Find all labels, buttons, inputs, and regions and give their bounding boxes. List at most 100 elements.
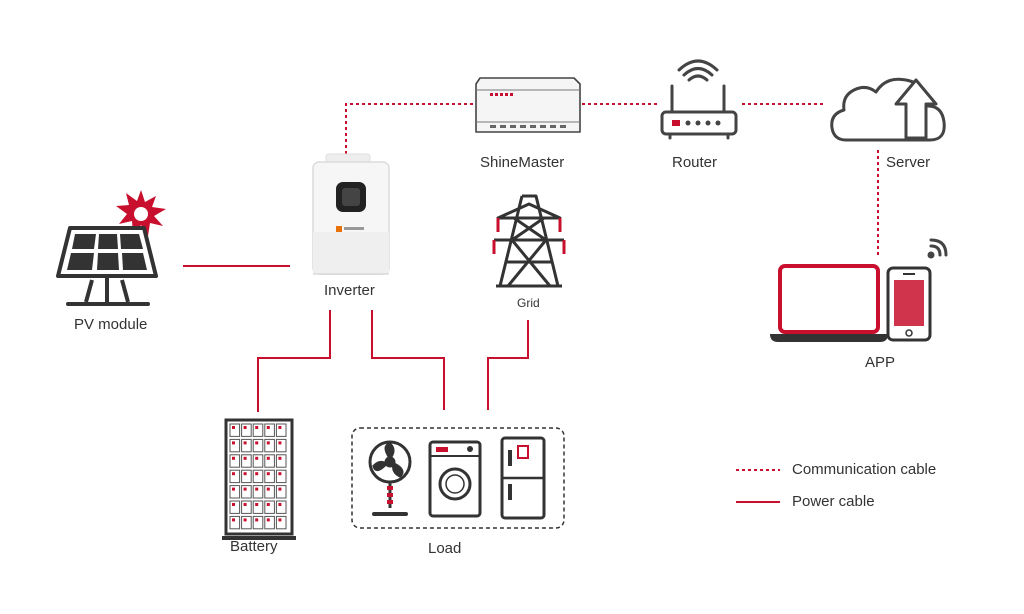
refrigerator-icon	[500, 436, 546, 520]
legend	[736, 469, 780, 503]
battery-terminal	[266, 456, 270, 460]
battery-cell	[241, 500, 252, 514]
legend-power-label: Power cable	[792, 493, 875, 510]
battery-cell	[252, 515, 264, 530]
battery-cell	[264, 469, 275, 484]
router-icon	[660, 59, 738, 140]
power-inverter-load	[371, 310, 445, 410]
battery-cell	[252, 438, 264, 453]
app-label: APP	[865, 354, 896, 371]
battery-cell	[275, 438, 287, 453]
battery-terminal	[278, 487, 282, 491]
battery-cell	[229, 485, 241, 499]
battery-terminal	[255, 456, 259, 460]
battery-terminal	[266, 518, 270, 522]
signal-icon	[927, 238, 948, 259]
battery-terminal	[243, 456, 247, 460]
battery-terminal	[243, 426, 247, 429]
battery-cell	[275, 469, 287, 484]
shinemaster-icon	[475, 77, 581, 133]
battery-cell	[241, 423, 252, 437]
battery-terminal	[232, 503, 235, 506]
power-inverter-battery	[257, 310, 331, 412]
battery-terminal	[255, 503, 259, 506]
battery-terminal	[243, 503, 247, 506]
battery-cell	[275, 500, 287, 514]
battery-terminal	[255, 518, 259, 522]
phone-icon	[886, 266, 932, 342]
battery-terminal	[266, 472, 270, 476]
battery-cell	[264, 485, 275, 499]
battery-cell	[252, 469, 264, 484]
battery-terminal	[232, 518, 235, 522]
load-group	[351, 427, 565, 529]
battery-cell	[229, 423, 241, 437]
battery-terminal	[255, 426, 259, 429]
battery-cell	[241, 515, 252, 530]
cloud-icon	[830, 77, 946, 142]
battery-terminal	[232, 487, 235, 491]
pylon-icon	[492, 194, 566, 288]
inverter-label: Inverter	[324, 282, 375, 299]
battery-cell	[275, 485, 287, 499]
pv-module-label: PV module	[74, 316, 148, 333]
battery-cell	[275, 515, 287, 530]
battery-cell	[229, 515, 241, 530]
battery-cell	[264, 438, 275, 453]
battery-terminal	[266, 426, 270, 429]
battery-cell	[275, 423, 287, 437]
battery-terminal	[255, 472, 259, 476]
pv-module-icon	[56, 190, 166, 306]
battery-terminal	[232, 456, 235, 460]
battery-terminal	[278, 441, 282, 445]
battery-cell	[275, 454, 287, 468]
battery-terminal	[266, 441, 270, 445]
battery-cell	[241, 454, 252, 468]
server-label: Server	[886, 154, 931, 171]
grid-label: Grid	[517, 296, 540, 310]
battery-terminal	[232, 441, 235, 445]
battery-cell	[241, 485, 252, 499]
battery-terminal	[266, 503, 270, 506]
battery-cell	[264, 454, 275, 468]
shinemaster-label: ShineMaster	[480, 154, 565, 171]
battery-cell	[229, 469, 241, 484]
power-cables	[183, 265, 529, 412]
load-label: Load	[428, 540, 462, 557]
battery-cell	[252, 485, 264, 499]
laptop-icon	[770, 264, 888, 342]
battery-cell	[252, 500, 264, 514]
battery-cell	[241, 469, 252, 484]
battery-terminal	[255, 487, 259, 491]
battery-terminal	[278, 456, 282, 460]
battery-cell	[264, 423, 275, 437]
battery-terminal	[243, 518, 247, 522]
battery-terminal	[278, 503, 282, 506]
battery-cell	[241, 438, 252, 453]
upload-arrow-icon	[894, 78, 938, 140]
inverter-icon	[312, 153, 390, 275]
battery-cell	[229, 438, 241, 453]
router-label: Router	[672, 154, 718, 171]
wifi-icon	[687, 74, 709, 82]
battery-cell	[252, 423, 264, 437]
comm-inverter-shinemaster	[345, 103, 478, 160]
battery-terminal	[243, 487, 247, 491]
battery-terminal	[243, 472, 247, 476]
battery-terminal	[278, 518, 282, 522]
legend-communication-label: Communication cable	[792, 461, 937, 478]
battery-terminal	[243, 441, 247, 445]
battery-terminal	[278, 472, 282, 476]
power-grid-load	[487, 320, 529, 410]
battery-terminal	[266, 487, 270, 491]
communication-cables	[345, 103, 879, 258]
battery-terminal	[255, 441, 259, 445]
battery-label: Battery	[230, 538, 278, 555]
battery-cell	[264, 515, 275, 530]
washing-machine-icon	[428, 440, 482, 518]
battery-cell	[264, 500, 275, 514]
battery-terminal	[232, 426, 235, 429]
battery-terminal	[278, 426, 282, 429]
battery-terminal	[232, 472, 235, 476]
